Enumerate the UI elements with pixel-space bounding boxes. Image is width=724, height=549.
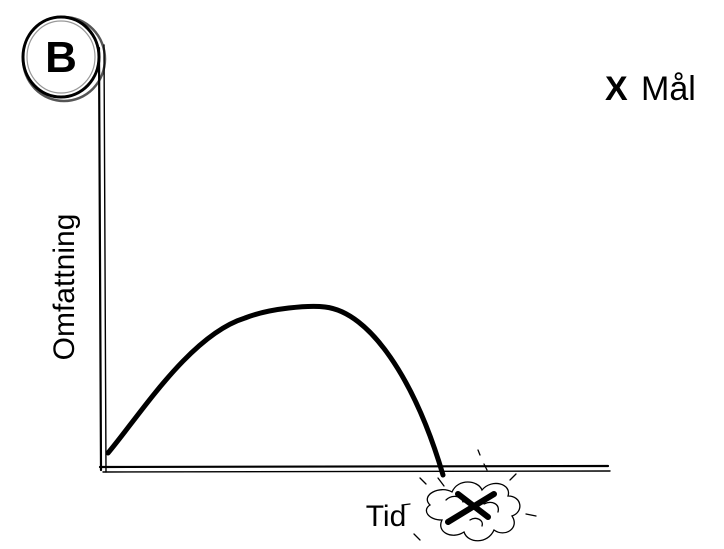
legend-marker: X <box>605 70 628 108</box>
badge-inner-ring <box>26 20 96 94</box>
legend-label: Mål <box>641 70 696 108</box>
badge: B <box>21 15 107 103</box>
x-axis-label: Tid <box>366 500 407 533</box>
legend: X Mål <box>605 70 696 108</box>
y-axis <box>97 44 107 473</box>
cross-icon <box>445 491 497 525</box>
x-axis <box>98 464 611 473</box>
scope-curve <box>105 303 446 478</box>
y-axis-label: Omfattning <box>48 214 81 361</box>
badge-letter: B <box>45 33 77 82</box>
explosion-cloud-icon <box>401 449 537 542</box>
